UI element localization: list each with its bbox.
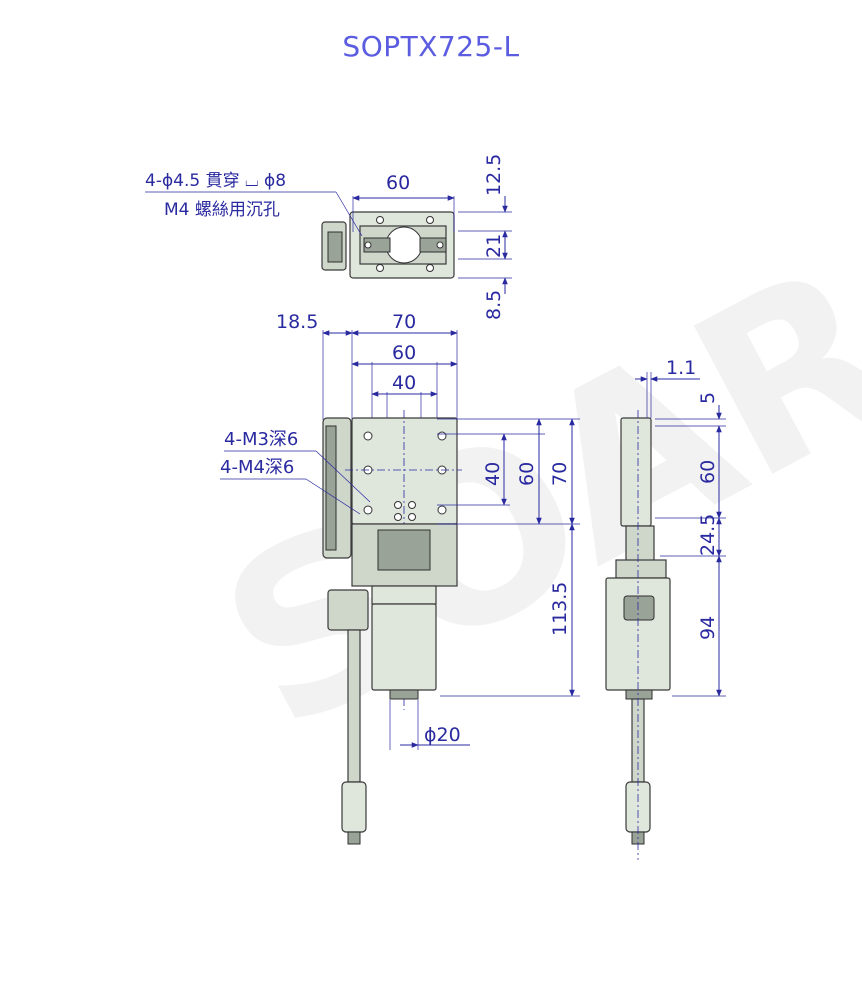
top-view-hole-note: 4-ϕ4.5 貫穿 ⌴ ϕ8 (145, 171, 286, 191)
top-view-hole (364, 241, 372, 249)
front-view: 18.5 70 60 40 (220, 311, 580, 845)
side-view: 1.1 5 60 24.5 94 (605, 357, 726, 860)
front-view-cable-plug (341, 781, 367, 833)
side-dim-94: 94 (697, 616, 719, 640)
front-view-hole (394, 513, 402, 521)
front-dim-70: 70 (392, 311, 416, 333)
watermark: SOAR (184, 213, 862, 782)
front-view-motor (371, 603, 437, 691)
front-view-hole (437, 431, 447, 441)
top-view-hole (426, 264, 434, 272)
drawing-title: SOPTX725-L (342, 30, 520, 63)
top-view-dim-width: 60 (386, 172, 410, 194)
side-view-flange (615, 559, 667, 579)
front-dim-offset: 18.5 (276, 311, 318, 333)
front-view-hole (408, 513, 416, 521)
front-view-cable (347, 629, 361, 783)
front-view-knob-grip (325, 425, 337, 551)
front-dim-v40: 40 (482, 462, 504, 486)
front-dim-shaft: ϕ20 (424, 724, 461, 746)
front-view-coupling (377, 529, 431, 571)
front-view-hole (437, 505, 447, 515)
side-dim-5: 5 (697, 392, 719, 404)
side-view-shaft (625, 689, 653, 700)
side-dim-24-5: 24.5 (697, 514, 719, 556)
front-label-m4: 4-M4深6 (220, 457, 294, 478)
watermark-text: SOAR (184, 213, 862, 782)
front-dim-60: 60 (392, 342, 416, 364)
front-view-flange (371, 585, 437, 605)
front-view-hole (394, 501, 402, 509)
front-view-hole (363, 505, 373, 515)
front-dim-motor: 113.5 (549, 582, 571, 636)
top-view-hole-note-sub: M4 螺絲用沉孔 (164, 200, 280, 220)
top-view-dim-bottom: 8.5 (483, 290, 505, 320)
side-dim-60: 60 (697, 460, 719, 484)
top-view-slot-left (363, 237, 391, 253)
top-view-hole (376, 216, 384, 224)
side-view-connector (623, 595, 655, 621)
top-view-hole (426, 216, 434, 224)
top-view-dim-mid: 21 (483, 234, 505, 258)
top-view-side-knob (327, 231, 343, 263)
top-view-hole (376, 264, 384, 272)
front-dim-40: 40 (392, 372, 416, 394)
top-view-dim-top: 12.5 (483, 154, 505, 196)
front-view-connector-box (327, 589, 369, 631)
front-view-shaft (389, 689, 419, 700)
front-view-cable-tip (347, 831, 361, 845)
front-view-hole (363, 431, 373, 441)
side-dim-1-1: 1.1 (666, 357, 696, 379)
top-view: 60 12.5 21 8.5 4-ϕ4.5 貫穿 ⌴ ϕ8 M4 螺絲用沉孔 (145, 154, 512, 320)
front-dim-v60: 60 (516, 462, 538, 486)
top-view-slot-right (419, 237, 447, 253)
front-view-hole (408, 501, 416, 509)
top-view-hole (436, 241, 444, 249)
front-label-m3: 4-M3深6 (224, 429, 298, 450)
top-view-center-ring (385, 226, 423, 264)
front-dim-v70: 70 (549, 462, 571, 486)
side-view-stage (620, 417, 652, 527)
